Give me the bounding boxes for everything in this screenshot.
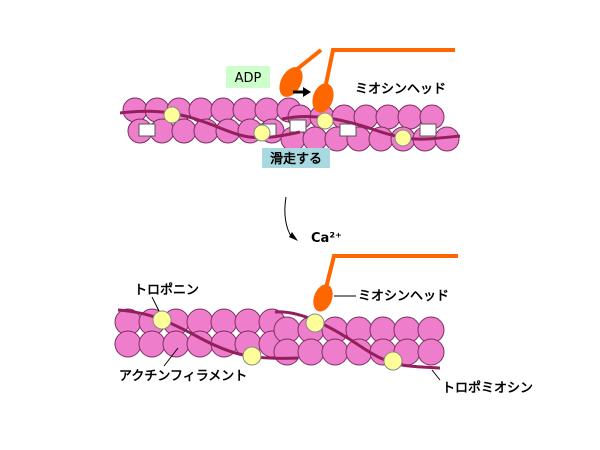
- top-actin-monomer: [232, 97, 258, 123]
- troponin: [383, 351, 403, 371]
- troponin: [163, 106, 181, 124]
- bottom-actin-monomer: [273, 338, 301, 366]
- bottom-actin-monomer: [321, 338, 349, 366]
- top-actin-monomer: [375, 104, 401, 130]
- adp-box: [226, 66, 270, 88]
- binding-site: [339, 123, 357, 137]
- troponin: [253, 124, 271, 142]
- bottom-actin-monomer: [297, 338, 325, 366]
- bottom-troponins: [152, 310, 403, 371]
- calcium-arrow: [284, 196, 293, 239]
- bottom-actin-monomer: [114, 330, 142, 358]
- tropomyosin-leader: [431, 369, 441, 381]
- troponin: [152, 310, 172, 330]
- actin-label: アクチンフィラメント: [119, 369, 247, 384]
- calcium-arrowhead: [289, 232, 298, 241]
- troponin-leader: [151, 296, 161, 314]
- tropomyosin-label: トロポミオシン: [442, 380, 533, 396]
- troponin: [394, 129, 412, 147]
- troponin: [242, 346, 262, 366]
- top-actin-monomer: [254, 97, 280, 123]
- binding-site: [138, 123, 156, 137]
- top-actin-monomer: [302, 126, 328, 152]
- bottom-actin-monomer: [162, 330, 190, 358]
- troponin: [316, 112, 334, 130]
- bottom-actin-filament: [114, 308, 445, 366]
- bottom-myosin-head: [313, 284, 333, 312]
- calcium-label: Ca²⁺: [311, 231, 342, 246]
- bottom-myosin-arm: [323, 254, 458, 293]
- actin-leader: [163, 347, 179, 367]
- binding-site: [419, 123, 437, 137]
- bottom-tropomyosin-right: [274, 310, 441, 370]
- top-myosin-head-label: ミオシンヘッド: [355, 82, 446, 97]
- myosin-arm-right: [324, 48, 455, 85]
- troponin-label: トロポニン: [134, 282, 199, 298]
- top-actin-monomer: [397, 104, 423, 130]
- top-tropomyosin-right: [281, 114, 461, 141]
- bottom-myosin-head-label: ミオシンヘッド: [358, 289, 449, 304]
- bottom-tropomyosin-left: [117, 308, 299, 360]
- myosin-head-attached: [312, 83, 334, 113]
- binding-site: [289, 119, 307, 133]
- adp-release-arrowhead: [303, 87, 311, 97]
- top-troponins: [163, 106, 412, 147]
- slide-box: [262, 148, 330, 168]
- myosin-arm-left: [294, 48, 323, 72]
- myosin-head-detached: [279, 67, 303, 97]
- bottom-actin-monomer: [138, 330, 166, 358]
- top-actin-monomer: [210, 97, 236, 123]
- adp-label: ADP: [235, 71, 262, 86]
- slide-label: 滑走する: [270, 151, 322, 167]
- bottom-actin-monomer: [417, 338, 445, 366]
- troponin: [305, 313, 325, 333]
